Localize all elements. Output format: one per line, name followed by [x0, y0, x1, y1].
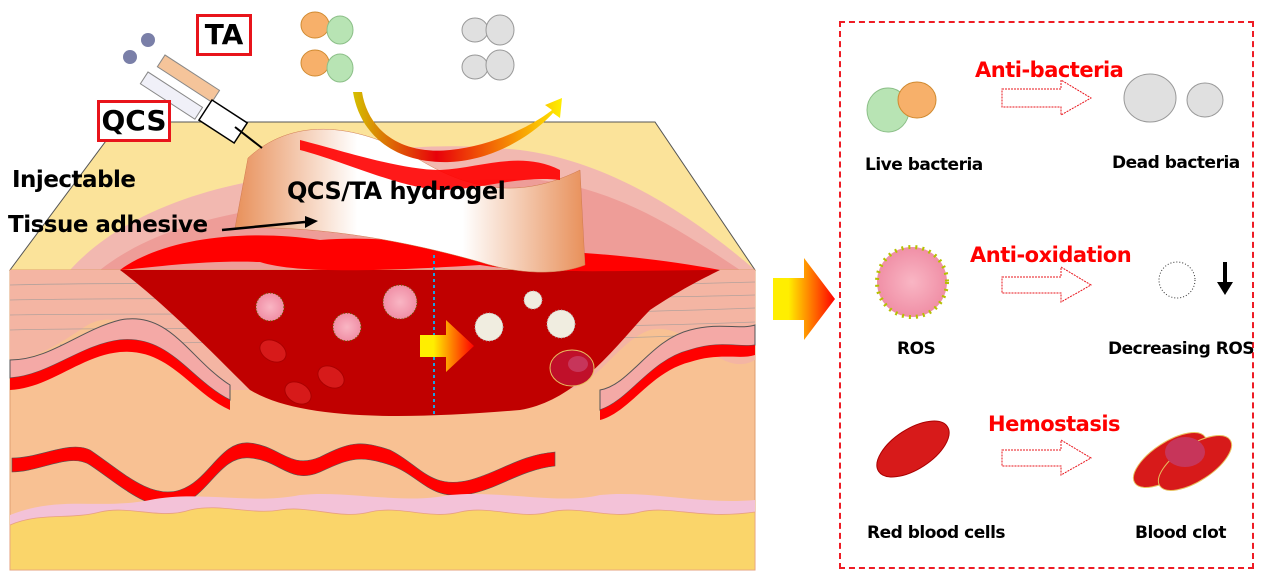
tissue-adhesive-label: Tissue adhesive: [8, 212, 208, 238]
ros-label: ROS: [897, 339, 936, 359]
dead-bacteria-label: Dead bacteria: [1112, 153, 1240, 173]
live-bacteria-label: Live bacteria: [865, 155, 983, 175]
injectable-label: Injectable: [12, 167, 136, 193]
live-bacteria-icon: [300, 11, 354, 83]
dual-syringe-icon: [123, 33, 263, 149]
neutralized-ros-icon: [474, 290, 576, 342]
hemostasis-label: Hemostasis: [988, 412, 1121, 436]
ta-callout: TA: [196, 14, 252, 56]
transition-arrow-icon: [420, 320, 474, 372]
functions-panel: [839, 21, 1254, 569]
decrease-arrow-icon: [1217, 282, 1233, 295]
anti-oxidation-label: Anti-oxidation: [970, 243, 1132, 267]
dead-bacteria-icon: [461, 14, 515, 81]
blood-clot-label: Blood clot: [1135, 523, 1226, 543]
ros-particle-icon: [255, 284, 418, 342]
fat-layer: [9, 507, 756, 571]
red-blood-cell-icon: [259, 339, 345, 405]
hydrogel-label: QCS/TA hydrogel: [287, 177, 506, 205]
curved-arrow-icon: [353, 92, 562, 163]
blood-clot-icon: [549, 349, 595, 387]
red-blood-cells-label: Red blood cells: [867, 523, 1006, 543]
hydrogel-sheet: [234, 129, 586, 273]
to-panel-arrow-icon: [773, 258, 835, 340]
qcs-callout: QCS: [97, 100, 171, 142]
decreasing-ros-label: Decreasing ROS: [1108, 339, 1255, 359]
transition-arrow-icon: [1001, 79, 1092, 476]
anti-bacteria-label: Anti-bacteria: [975, 58, 1124, 82]
